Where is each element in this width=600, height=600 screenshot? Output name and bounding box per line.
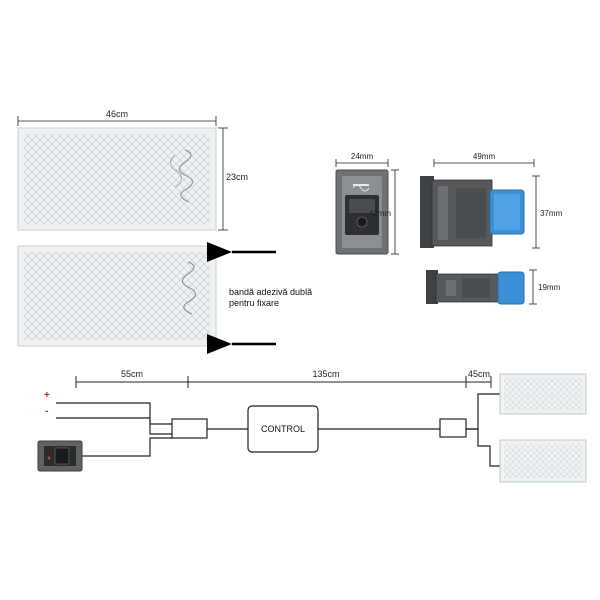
adhesive-note-line1: bandă adezivă dublă xyxy=(229,287,312,297)
inline-connector-right xyxy=(439,418,467,438)
small-pad-upper xyxy=(499,373,587,415)
wire-length-dimensions: 55cm 135cm 45cm xyxy=(75,369,492,388)
pad-height-label: 23cm xyxy=(226,172,248,182)
heating-pad-top xyxy=(17,127,217,231)
control-box: CONTROL xyxy=(247,405,319,453)
pad-width-label: 46cm xyxy=(106,109,128,119)
switch-width-dimension: 24mm xyxy=(335,152,389,167)
connector-top-view xyxy=(420,176,525,248)
switch-width-label: 24mm xyxy=(351,152,374,161)
connector-height-label: 37mm xyxy=(540,209,563,218)
plus-sign: + xyxy=(44,390,50,401)
switch-front xyxy=(335,169,389,255)
switch-height-label: 42mm xyxy=(369,209,392,218)
wire-seg2-label: 135cm xyxy=(312,369,339,379)
switch-small xyxy=(37,440,83,472)
connector-height-dimension: 37mm xyxy=(532,175,563,249)
connector-side-height-label: 19mm xyxy=(538,283,561,292)
wire-seg1-label: 55cm xyxy=(121,369,143,379)
wire-seg3-label: 45cm xyxy=(468,369,490,379)
control-box-label: CONTROL xyxy=(261,424,305,434)
connector-side-view xyxy=(426,270,525,305)
wiring-lines xyxy=(56,393,500,467)
small-pad-lower xyxy=(499,439,587,483)
inline-connector-left xyxy=(171,418,208,439)
heating-pad-bottom xyxy=(17,245,217,347)
pad-top-height-dimension: 23cm xyxy=(218,127,248,231)
connector-side-dimension: 19mm xyxy=(529,269,561,305)
minus-sign: - xyxy=(45,406,48,417)
pad-top-width-dimension: 46cm xyxy=(17,109,217,126)
connector-width-dimension: 49mm xyxy=(433,152,535,167)
switch-height-dimension: 42mm xyxy=(369,169,399,255)
adhesive-note-line2: pentru fixare xyxy=(229,298,279,308)
connector-width-label: 49mm xyxy=(473,152,496,161)
